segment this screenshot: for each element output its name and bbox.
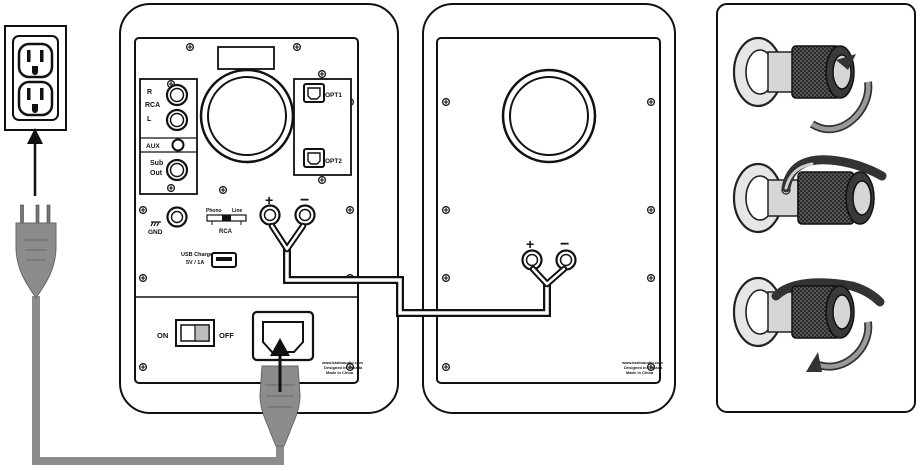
opt2-label: OPT2 [325,158,342,165]
rca-switch-label: RCA [219,229,233,235]
aux-jack[interactable] [171,138,185,152]
power-plug-icon [15,204,57,299]
woofer-port [199,68,295,164]
off-label: OFF [219,331,234,340]
line-label: Line [232,208,242,214]
optical-input-2[interactable] [303,148,325,168]
wall-outlet-icon [4,25,67,131]
inlet-arrow [270,338,290,392]
passive-positive-terminal[interactable] [521,249,543,271]
on-label: ON [157,331,168,340]
amp-footer-line-1: www.kantoaudio.com [321,360,363,365]
amp-footer-line-2: Designed in Canada [324,365,363,370]
rca-r-label: R [147,89,152,96]
amp-minus-label: − [300,192,309,209]
speaker-wire [268,222,568,317]
aux-label: AUX [146,143,160,150]
opt1-label: OPT1 [325,92,342,99]
passive-speaker-back [422,3,676,414]
passive-plus-label: + [526,236,534,252]
iec-power-inlet[interactable] [251,310,315,362]
amp-plus-label: + [265,192,273,208]
power-cable [32,296,284,465]
gnd-label: GND [148,229,163,236]
sub-out-jack[interactable] [165,158,189,182]
passive-negative-terminal[interactable] [555,249,577,271]
optical-input-1[interactable] [303,83,325,103]
passive-footer-line-2: Designed in Canada [624,365,663,370]
passive-minus-label: − [560,236,569,253]
rca-left-jack[interactable] [165,108,189,132]
rca-right-jack[interactable] [165,83,189,107]
passive-port [501,68,597,164]
plug-in-arrow [27,128,43,196]
rca-l-label: L [147,116,152,123]
usb-charge-port[interactable] [211,252,237,268]
phono-label: Phono [206,208,222,214]
binding-post-step-1 [732,36,855,108]
rotate-arrow-icon [806,321,873,372]
rotate-arrow-icon [809,54,873,134]
rca-label: RCA [145,102,160,109]
label-plate [217,46,275,70]
passive-footer-line-1: www.kantoaudio.com [621,360,663,365]
iec-plug-icon [259,365,301,447]
amp-footer-line-3: Made in China [326,370,354,375]
ground-icon [150,221,161,227]
phono-line-switch[interactable] [206,214,247,225]
amp-negative-terminal[interactable] [294,204,316,226]
amp-positive-terminal[interactable] [259,204,281,226]
binding-post-step-2 [732,162,875,234]
speaker-wire-icon [781,155,887,193]
binding-post-step-3 [732,276,885,348]
power-switch[interactable] [175,319,215,347]
ground-terminal[interactable] [166,206,188,228]
passive-footer-line-3: Made in China [626,370,654,375]
